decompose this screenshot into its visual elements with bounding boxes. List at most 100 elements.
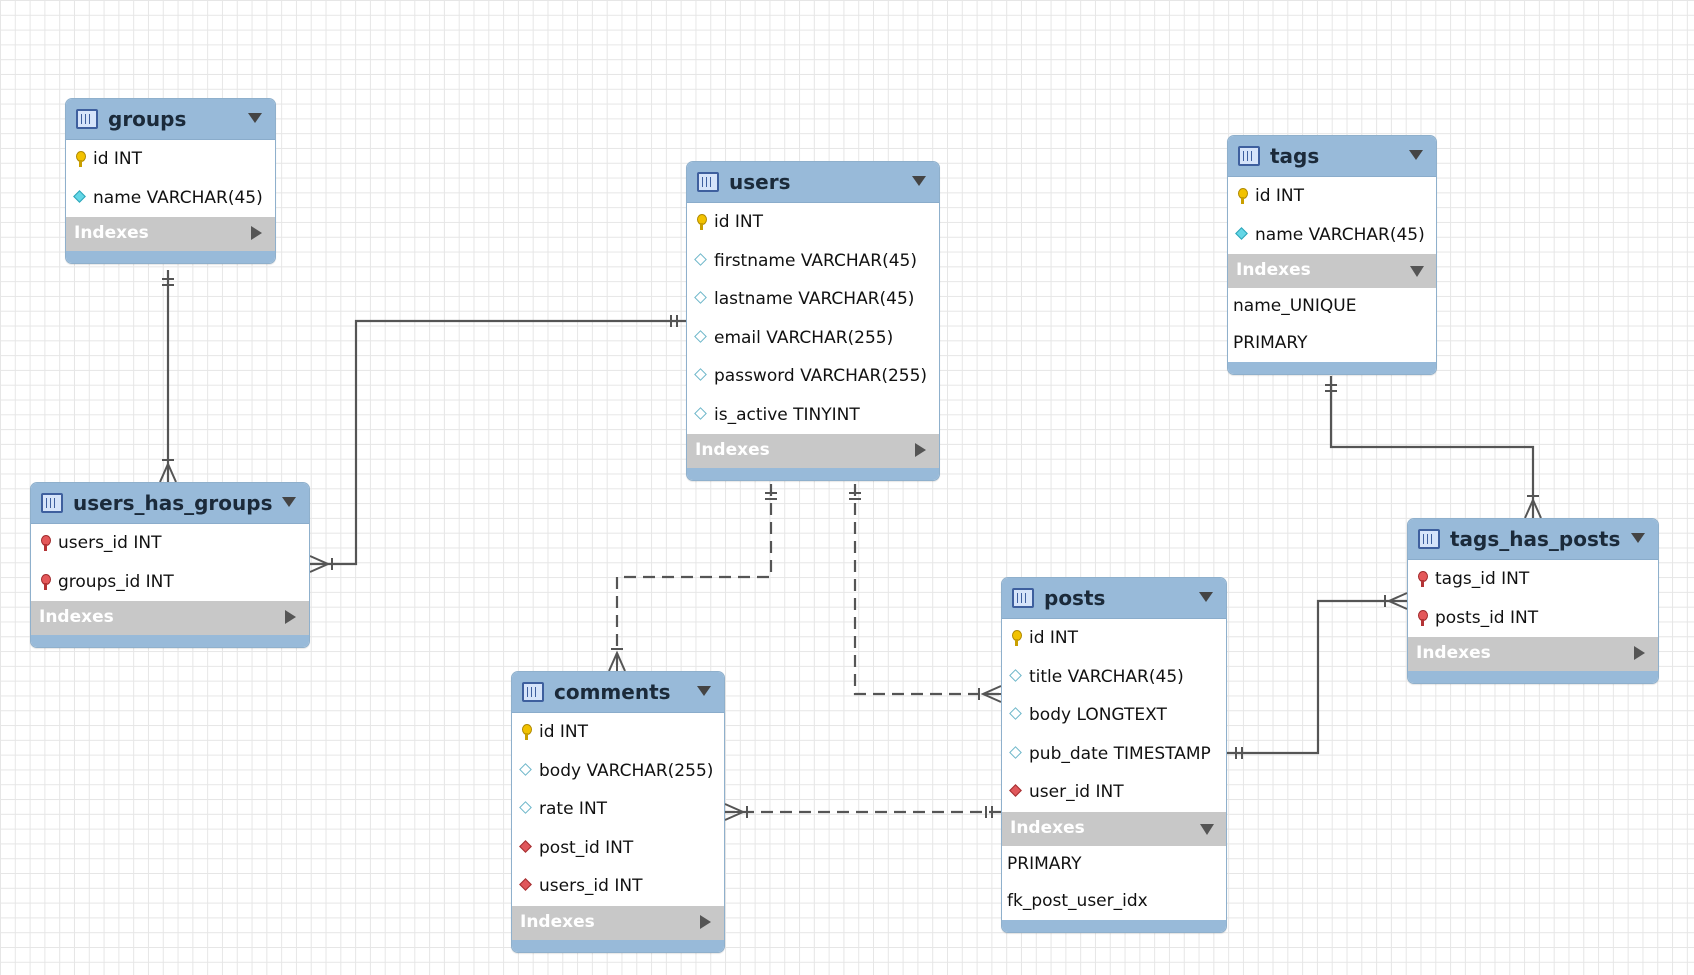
column-label: rate INT xyxy=(539,799,608,819)
column-label: body VARCHAR(255) xyxy=(539,760,714,781)
table-tags-has-posts[interactable]: tags_has_posts tags_id INT posts_id INT Ind… xyxy=(1407,518,1659,684)
column-label: post_id INT xyxy=(539,837,634,858)
nullable-column-icon xyxy=(695,290,707,308)
expand-arrow-icon[interactable] xyxy=(698,914,712,931)
column-row[interactable]: id INT xyxy=(512,713,724,752)
collapse-chevron-icon[interactable] xyxy=(911,172,927,190)
indexes-label: Indexes xyxy=(1416,643,1491,663)
table-footer xyxy=(1228,362,1436,374)
indexes-bar[interactable]: Indexes xyxy=(1228,254,1436,288)
column-label: name VARCHAR(45) xyxy=(93,187,263,208)
column-row[interactable]: name VARCHAR(45) xyxy=(1228,216,1436,255)
index-row[interactable]: PRIMARY xyxy=(1002,846,1226,883)
column-row[interactable]: id INT xyxy=(1002,619,1226,658)
index-row[interactable]: PRIMARY xyxy=(1228,325,1436,362)
unique-column-icon xyxy=(1236,226,1248,244)
relationship-tags-tags-has-posts xyxy=(1325,376,1542,519)
unique-column-icon xyxy=(74,189,86,207)
crow-foot xyxy=(159,461,177,483)
collapse-arrow-icon[interactable] xyxy=(1200,821,1214,837)
collapse-chevron-icon[interactable] xyxy=(247,109,263,127)
table-icon xyxy=(76,109,98,129)
column-row[interactable]: lastname VARCHAR(45) xyxy=(687,280,939,319)
table-header[interactable]: comments xyxy=(512,672,724,713)
indexes-bar[interactable]: Indexes xyxy=(66,217,275,251)
indexes-label: Indexes xyxy=(39,607,114,627)
column-row[interactable]: id INT xyxy=(687,203,939,242)
column-row[interactable]: id INT xyxy=(1228,177,1436,216)
nullable-column-icon xyxy=(1010,706,1022,724)
expand-arrow-icon[interactable] xyxy=(249,226,263,242)
collapse-chevron-icon[interactable] xyxy=(1198,588,1214,606)
foreign-key-icon xyxy=(1010,783,1022,801)
indexes-label: Indexes xyxy=(520,911,595,932)
indexes-bar[interactable]: Indexes xyxy=(1408,637,1658,671)
expand-arrow-icon[interactable] xyxy=(913,443,927,459)
column-label: name VARCHAR(45) xyxy=(1255,224,1425,245)
crow-foot xyxy=(608,650,626,672)
relationship-users-posts xyxy=(849,484,1002,703)
column-row[interactable]: rate INT xyxy=(512,790,724,829)
indexes-bar[interactable]: Indexes xyxy=(512,905,724,940)
column-row[interactable]: posts_id INT xyxy=(1408,599,1658,638)
collapse-arrow-icon[interactable] xyxy=(1410,263,1424,279)
index-row[interactable]: name_UNIQUE xyxy=(1228,288,1436,325)
crow-foot xyxy=(1386,592,1408,610)
column-row[interactable]: users_id INT xyxy=(512,867,724,906)
column-row[interactable]: body VARCHAR(255) xyxy=(512,752,724,791)
foreign-key-icon xyxy=(520,877,532,895)
primary-key-icon xyxy=(520,723,532,741)
column-row[interactable]: tags_id INT xyxy=(1408,560,1658,599)
table-icon xyxy=(1418,529,1440,549)
column-label: tags_id INT xyxy=(1435,569,1530,589)
relationship-groups-users-has-groups xyxy=(159,270,177,483)
column-row[interactable]: name VARCHAR(45) xyxy=(66,179,275,218)
table-header[interactable]: posts xyxy=(1002,578,1226,619)
foreign-primary-key-icon xyxy=(39,534,51,552)
column-row[interactable]: title VARCHAR(45) xyxy=(1002,658,1226,697)
table-header[interactable]: groups xyxy=(66,99,275,140)
column-row[interactable]: email VARCHAR(255) xyxy=(687,319,939,358)
table-header[interactable]: tags xyxy=(1228,136,1436,177)
index-row[interactable]: fk_post_user_idx xyxy=(1002,883,1226,920)
column-row[interactable]: users_id INT xyxy=(31,524,309,563)
column-row[interactable]: body LONGTEXT xyxy=(1002,696,1226,735)
collapse-chevron-icon[interactable] xyxy=(1408,146,1424,164)
column-label: id INT xyxy=(539,722,589,742)
relationship-posts-comments xyxy=(724,803,1001,821)
column-label: groups_id INT xyxy=(58,571,174,592)
nullable-column-icon xyxy=(520,762,532,780)
table-header[interactable]: users_has_groups xyxy=(31,483,309,524)
column-row[interactable]: groups_id INT xyxy=(31,563,309,602)
indexes-bar[interactable]: Indexes xyxy=(31,601,309,635)
expand-arrow-icon[interactable] xyxy=(1632,646,1646,662)
crow-foot xyxy=(309,555,331,573)
table-comments[interactable]: comments id INT body VARCHAR(255) rate INT p… xyxy=(511,671,725,953)
column-row[interactable]: user_id INT xyxy=(1002,773,1226,812)
foreign-primary-key-icon xyxy=(39,573,51,591)
column-row[interactable]: password VARCHAR(255) xyxy=(687,357,939,396)
table-footer xyxy=(31,635,309,647)
column-row[interactable]: is_active TINYINT xyxy=(687,396,939,435)
column-row[interactable]: firstname VARCHAR(45) xyxy=(687,242,939,281)
collapse-chevron-icon[interactable] xyxy=(1630,529,1646,547)
indexes-bar[interactable]: Indexes xyxy=(1002,811,1226,846)
collapse-chevron-icon[interactable] xyxy=(696,682,712,700)
table-footer xyxy=(687,468,939,480)
collapse-chevron-icon[interactable] xyxy=(281,493,297,511)
column-row[interactable]: pub_date TIMESTAMP xyxy=(1002,735,1226,774)
column-row[interactable]: post_id INT xyxy=(512,829,724,868)
expand-arrow-icon[interactable] xyxy=(283,610,297,626)
column-row[interactable]: id INT xyxy=(66,140,275,179)
table-header[interactable]: users xyxy=(687,162,939,203)
table-icon xyxy=(1238,146,1260,166)
indexes-bar[interactable]: Indexes xyxy=(687,434,939,468)
table-header[interactable]: tags_has_posts xyxy=(1408,519,1658,560)
indexes-label: Indexes xyxy=(1010,817,1085,838)
